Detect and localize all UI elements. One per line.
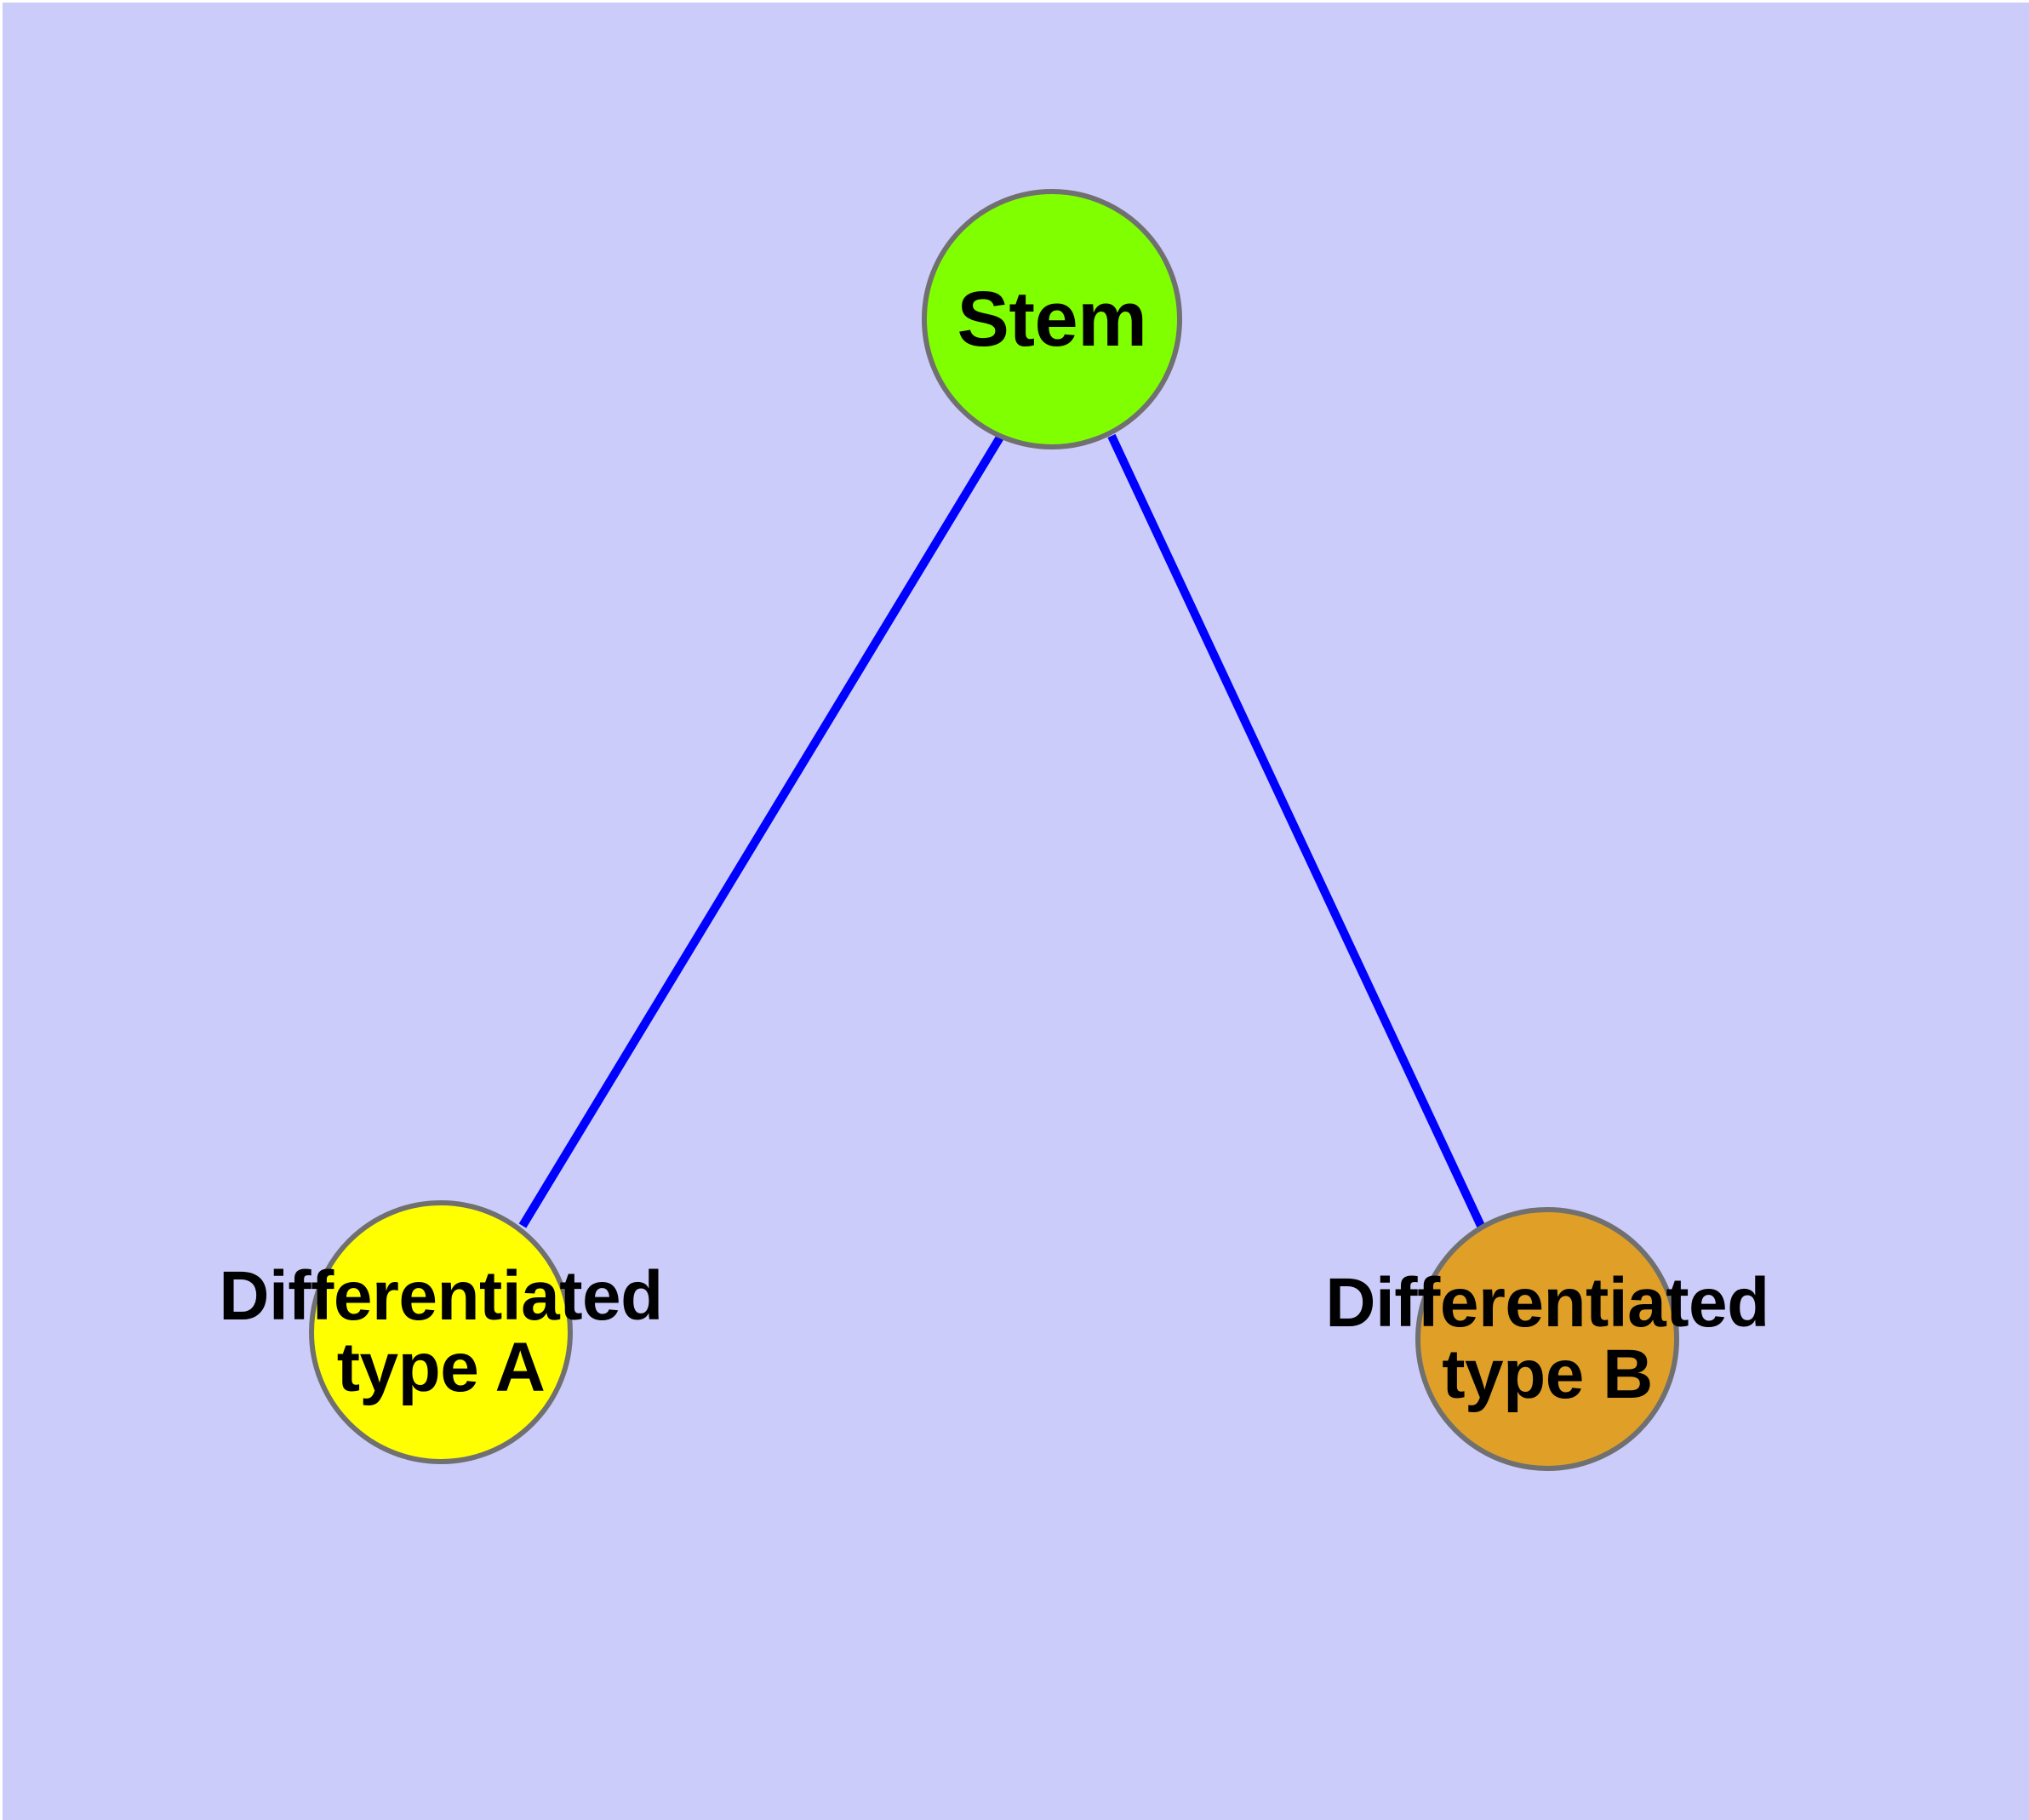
edge-stem-to-diff-a[interactable] [518,433,1005,1228]
node-layer [309,189,1679,1471]
node-differentiated-type-a[interactable] [309,1200,573,1464]
node-differentiated-type-b[interactable] [1415,1207,1679,1471]
edge-layer [518,433,1485,1228]
edge-stem-to-diff-b[interactable] [1107,433,1485,1228]
node-stem[interactable] [922,189,1182,449]
